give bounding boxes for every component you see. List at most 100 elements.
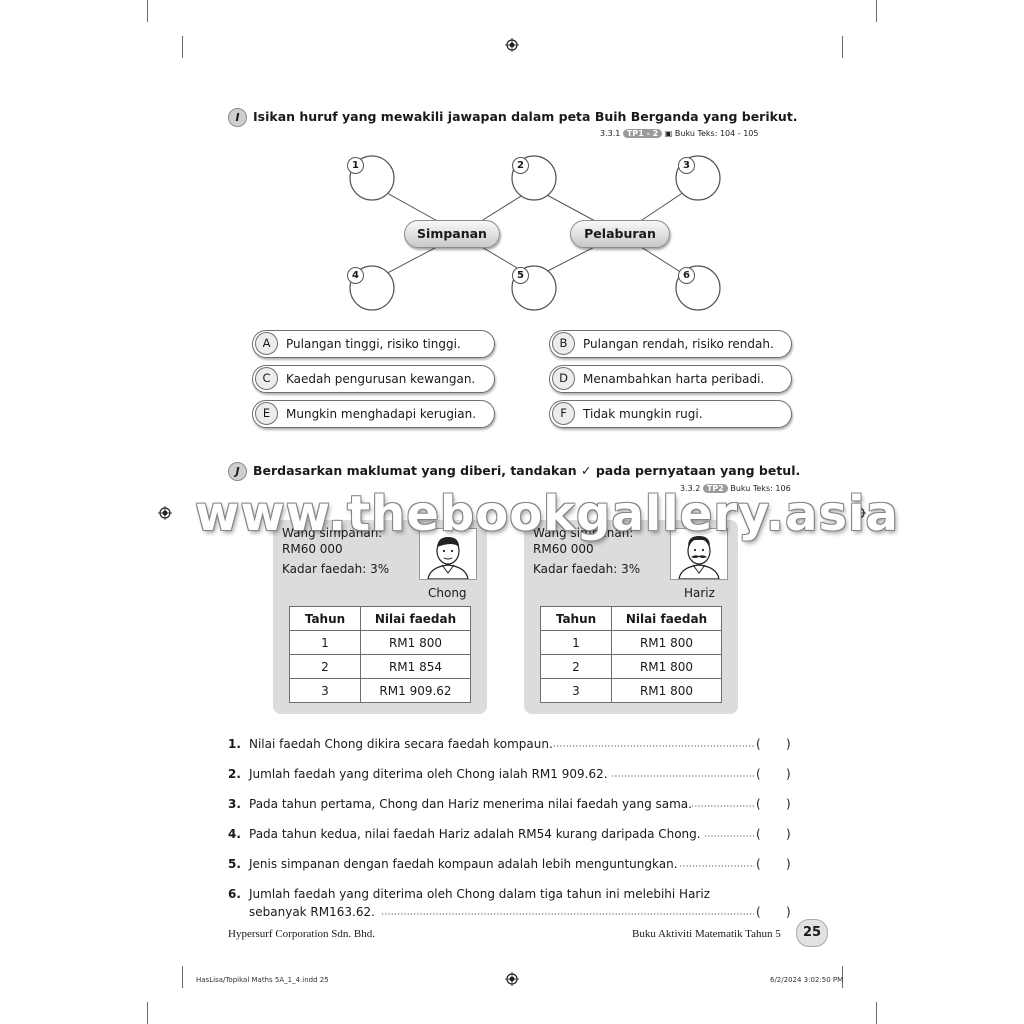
card-person-name: Chong bbox=[428, 586, 467, 600]
option-letter: D bbox=[552, 367, 575, 390]
statement-number: 3. bbox=[228, 797, 241, 811]
answer-bracket-open-4: ( bbox=[756, 827, 761, 841]
person-icon bbox=[427, 537, 469, 580]
statement-number: 4. bbox=[228, 827, 241, 841]
card-person-name: Hariz bbox=[684, 586, 715, 600]
cell-interest: RM1 909.62 bbox=[360, 678, 471, 703]
card-chong: Wang simpanan: RM60 000 Kadar faedah: 3%… bbox=[273, 520, 487, 714]
statement-6-line2: sebanyak RM163.62. bbox=[249, 905, 375, 919]
watermark: www.thebookgallery.asia bbox=[195, 486, 899, 542]
book-icon: ▣ bbox=[664, 129, 673, 138]
option-text: Menambahkan harta peribadi. bbox=[583, 372, 765, 386]
slug-file-info: HasLisa/Topikal Maths 5A_1_4.indd 25 bbox=[196, 976, 329, 984]
registration-mark-bottom bbox=[505, 972, 519, 986]
answer-bracket-close-1: ) bbox=[786, 737, 791, 751]
ref-code: 3.3.2 bbox=[680, 484, 701, 493]
statement-text: Pada tahun pertama, Chong dan Hariz mene… bbox=[249, 797, 692, 811]
option-letter: B bbox=[552, 332, 575, 355]
bubble-number-5: 5 bbox=[512, 267, 529, 284]
cell-interest: RM1 800 bbox=[360, 630, 471, 655]
registration-mark-right bbox=[852, 506, 866, 520]
option-letter: C bbox=[255, 367, 278, 390]
statement-text: Jumlah faedah yang diterima oleh Chong i… bbox=[249, 767, 608, 781]
card-savings-label: Wang simpanan: bbox=[533, 526, 634, 540]
answer-bracket-open-1: ( bbox=[756, 737, 761, 751]
option-letter: F bbox=[552, 402, 575, 425]
section-j-heading: J Berdasarkan maklumat yang diberi, tanda… bbox=[228, 462, 800, 481]
section-i-heading: I Isikan huruf yang mewakili jawapan dala… bbox=[228, 108, 798, 127]
answer-bracket-open-3: ( bbox=[756, 797, 761, 811]
col-header-interest: Nilai faedah bbox=[611, 606, 722, 631]
cell-year: 3 bbox=[289, 678, 361, 703]
cell-year: 3 bbox=[540, 678, 612, 703]
option-a: A Pulangan tinggi, risiko tinggi. bbox=[252, 330, 495, 358]
card-interest-rate: Kadar faedah: 3% bbox=[533, 562, 641, 576]
section-j-badge: J bbox=[228, 462, 247, 481]
statement-text: Nilai faedah Chong dikira secara faedah … bbox=[249, 737, 553, 751]
ref-tail: Buku Teks: 104 - 105 bbox=[674, 129, 759, 138]
card-savings-amount: RM60 000 bbox=[533, 542, 594, 556]
bubble-number-1: 1 bbox=[347, 157, 364, 174]
center-bubble-pelaburan: Pelaburan bbox=[570, 220, 670, 248]
registration-mark-top bbox=[505, 38, 519, 52]
option-text: Kaedah pengurusan kewangan. bbox=[286, 372, 476, 386]
option-text: Pulangan rendah, risiko rendah. bbox=[583, 337, 774, 351]
option-text: Mungkin menghadapi kerugian. bbox=[286, 407, 477, 421]
card-hariz: Wang simpanan: RM60 000 Kadar faedah: 3%… bbox=[524, 520, 738, 714]
slug-timestamp: 6/2/2024 3:02:50 PM bbox=[770, 976, 844, 984]
col-header-year: Tahun bbox=[289, 606, 361, 631]
answer-bracket-close-4: ) bbox=[786, 827, 791, 841]
ref-code: 3.3.1 bbox=[600, 129, 621, 138]
answer-bracket-close-5: ) bbox=[786, 857, 791, 871]
section-j-instruction: Berdasarkan maklumat yang diberi, tandak… bbox=[253, 463, 801, 478]
option-text: Pulangan tinggi, risiko tinggi. bbox=[286, 337, 461, 351]
bubble-number-3: 3 bbox=[678, 157, 695, 174]
footer-publisher: Hypersurf Corporation Sdn. Bhd. bbox=[228, 928, 375, 940]
option-letter: A bbox=[255, 332, 278, 355]
option-e: E Mungkin menghadapi kerugian. bbox=[252, 400, 495, 428]
option-b: B Pulangan rendah, risiko rendah. bbox=[549, 330, 792, 358]
statement-text: Jenis simpanan dengan faedah kompaun ada… bbox=[249, 857, 678, 871]
hariz-portrait bbox=[670, 528, 728, 580]
section-i-reference: 3.3.1 TP1 - 2 ▣ Buku Teks: 104 - 105 bbox=[600, 129, 758, 138]
ref-tail: Buku Teks: 106 bbox=[730, 484, 791, 493]
cell-interest: RM1 800 bbox=[611, 678, 722, 703]
statement-text: Jumlah faedah yang diterima oleh Chong d… bbox=[249, 887, 710, 901]
option-letter: E bbox=[255, 402, 278, 425]
option-text: Tidak mungkin rugi. bbox=[583, 407, 703, 421]
center-bubble-simpanan: Simpanan bbox=[404, 220, 500, 248]
cell-year: 1 bbox=[289, 630, 361, 655]
section-i-instruction: Isikan huruf yang mewakili jawapan dalam… bbox=[253, 109, 798, 124]
card-interest-rate: Kadar faedah: 3% bbox=[282, 562, 390, 576]
statement-text: Pada tahun kedua, nilai faedah Hariz ada… bbox=[249, 827, 701, 841]
statement-number: 1. bbox=[228, 737, 241, 751]
statement-number: 2. bbox=[228, 767, 241, 781]
option-c: C Kaedah pengurusan kewangan. bbox=[252, 365, 495, 393]
bubble-number-2: 2 bbox=[512, 157, 529, 174]
answer-bracket-close-3: ) bbox=[786, 797, 791, 811]
answer-bracket-open-2: ( bbox=[756, 767, 761, 781]
card-savings-label: Wang simpanan: bbox=[282, 526, 383, 540]
footer-book-title: Buku Aktiviti Matematik Tahun 5 bbox=[632, 928, 781, 940]
cell-year: 1 bbox=[540, 630, 612, 655]
chong-portrait bbox=[419, 528, 477, 580]
registration-mark-left bbox=[158, 506, 172, 520]
answer-bracket-open-5: ( bbox=[756, 857, 761, 871]
person-icon bbox=[678, 536, 720, 580]
option-f: F Tidak mungkin rugi. bbox=[549, 400, 792, 428]
statement-number: 6. bbox=[228, 887, 241, 901]
section-i-badge: I bbox=[228, 108, 247, 127]
answer-bracket-close-6: ) bbox=[786, 905, 791, 919]
bubble-number-6: 6 bbox=[678, 267, 695, 284]
answer-bracket-open-6: ( bbox=[756, 905, 761, 919]
answer-bracket-close-2: ) bbox=[786, 767, 791, 781]
